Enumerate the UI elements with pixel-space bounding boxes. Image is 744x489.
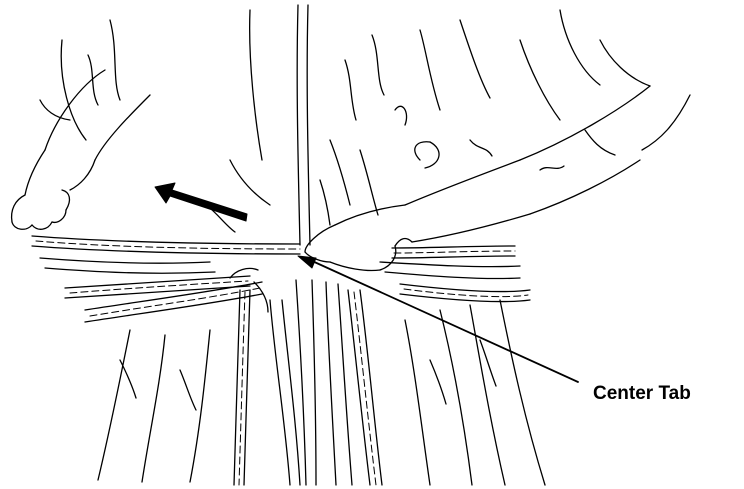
gown-upper-body: [61, 5, 650, 245]
callout-leader-line: [310, 260, 578, 382]
lower-gown: [98, 280, 545, 485]
center-tab-label: Center Tab: [593, 383, 691, 404]
left-arm: [12, 70, 150, 229]
callout-arrowhead-icon: [298, 256, 316, 268]
waist-band: [32, 236, 520, 279]
right-arm: [305, 86, 690, 271]
left-motion-arrow-icon: [155, 183, 247, 221]
